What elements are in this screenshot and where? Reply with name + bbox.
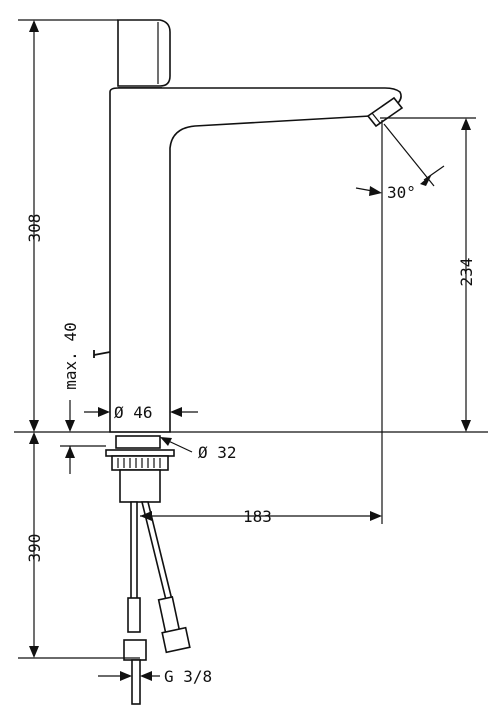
arrow-head	[140, 511, 152, 521]
angle-leader-right	[423, 165, 445, 181]
connection-nut-right	[161, 626, 191, 654]
aerator-ring	[371, 112, 381, 124]
faucet-handle	[117, 19, 171, 87]
arrow-head	[29, 420, 39, 432]
arrow-head	[160, 437, 172, 446]
dimension-geometry	[14, 19, 488, 681]
hose-fitting-left	[127, 597, 141, 633]
arrow-head	[369, 186, 382, 196]
body-diameter-label: Ø 46	[114, 403, 153, 422]
hose-fitting-right	[157, 595, 181, 635]
spray-angle-line	[383, 123, 435, 187]
faucet-body	[109, 87, 402, 433]
nut-serrations	[117, 458, 161, 468]
arrow-head	[120, 671, 132, 681]
connection-label: G 3/8	[164, 667, 212, 686]
arrow-head	[461, 118, 471, 130]
spray-angle-label: 30°	[387, 183, 416, 202]
supply-hose-left	[130, 501, 138, 601]
faucet-outline	[93, 19, 404, 705]
connection-pipe	[131, 659, 141, 705]
arrow-head	[29, 20, 39, 32]
mounting-shank	[115, 435, 161, 449]
arrow-head	[370, 511, 382, 521]
arrow-head	[65, 420, 75, 432]
below-deck-label: 390	[25, 534, 44, 563]
arrow-head	[65, 446, 75, 458]
threaded-stud	[119, 469, 161, 503]
arrow-head	[29, 432, 39, 444]
arrow-head	[461, 420, 471, 432]
reach-label: 183	[243, 507, 272, 526]
mounting-hole-label: Ø 32	[198, 443, 237, 462]
arrow-head	[170, 407, 182, 417]
connection-nut-left	[123, 639, 147, 661]
arrow-head	[29, 646, 39, 658]
spout-height-label: 234	[457, 258, 476, 287]
arrow-head	[420, 174, 432, 186]
arrow-head	[140, 671, 152, 681]
arrow-head	[98, 407, 110, 417]
mounting-washer	[105, 449, 175, 457]
overall-height-label: 308	[25, 214, 44, 243]
max-deck-label: max. 40	[61, 322, 80, 389]
drain-lift-rod	[93, 350, 111, 358]
